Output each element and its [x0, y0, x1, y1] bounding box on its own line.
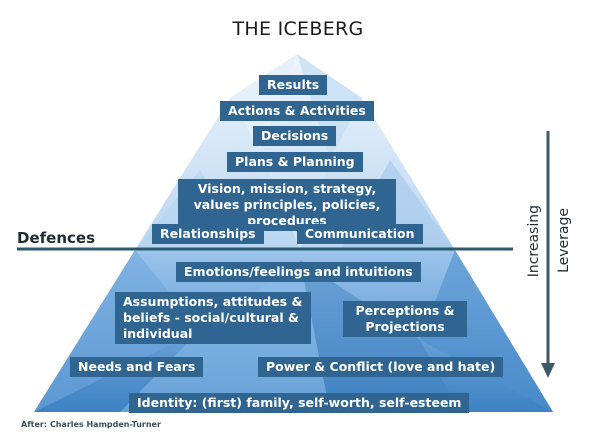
level-decisions: Decisions [253, 126, 337, 146]
level-plans-planning: Plans & Planning [227, 152, 363, 172]
level-assumptions: Assumptions, attitudes & beliefs - socia… [115, 292, 311, 344]
level-perceptions: Perceptions & Projections [343, 301, 467, 337]
leverage-label-increasing: Increasing [526, 205, 542, 278]
level-power-conflict: Power & Conflict (love and hate) [258, 357, 504, 377]
level-identity: Identity: (first) family, self-worth, se… [129, 393, 470, 413]
diagram-title: THE ICEBERG [232, 18, 364, 40]
level-communication: Communication [297, 224, 423, 244]
leverage-label-leverage: Leverage [556, 208, 572, 273]
ice-facet [420, 250, 553, 412]
leverage-arrow-head [541, 363, 555, 378]
level-results: Results [259, 75, 328, 95]
credit-text: After: Charles Hampden-Turner [21, 420, 161, 429]
level-needs-fears: Needs and Fears [70, 357, 204, 377]
level-relationships: Relationships [152, 224, 264, 244]
level-emotions: Emotions/feelings and intuitions [176, 262, 421, 282]
level-actions-activities: Actions & Activities [220, 101, 374, 121]
defences-label: Defences [17, 229, 95, 247]
